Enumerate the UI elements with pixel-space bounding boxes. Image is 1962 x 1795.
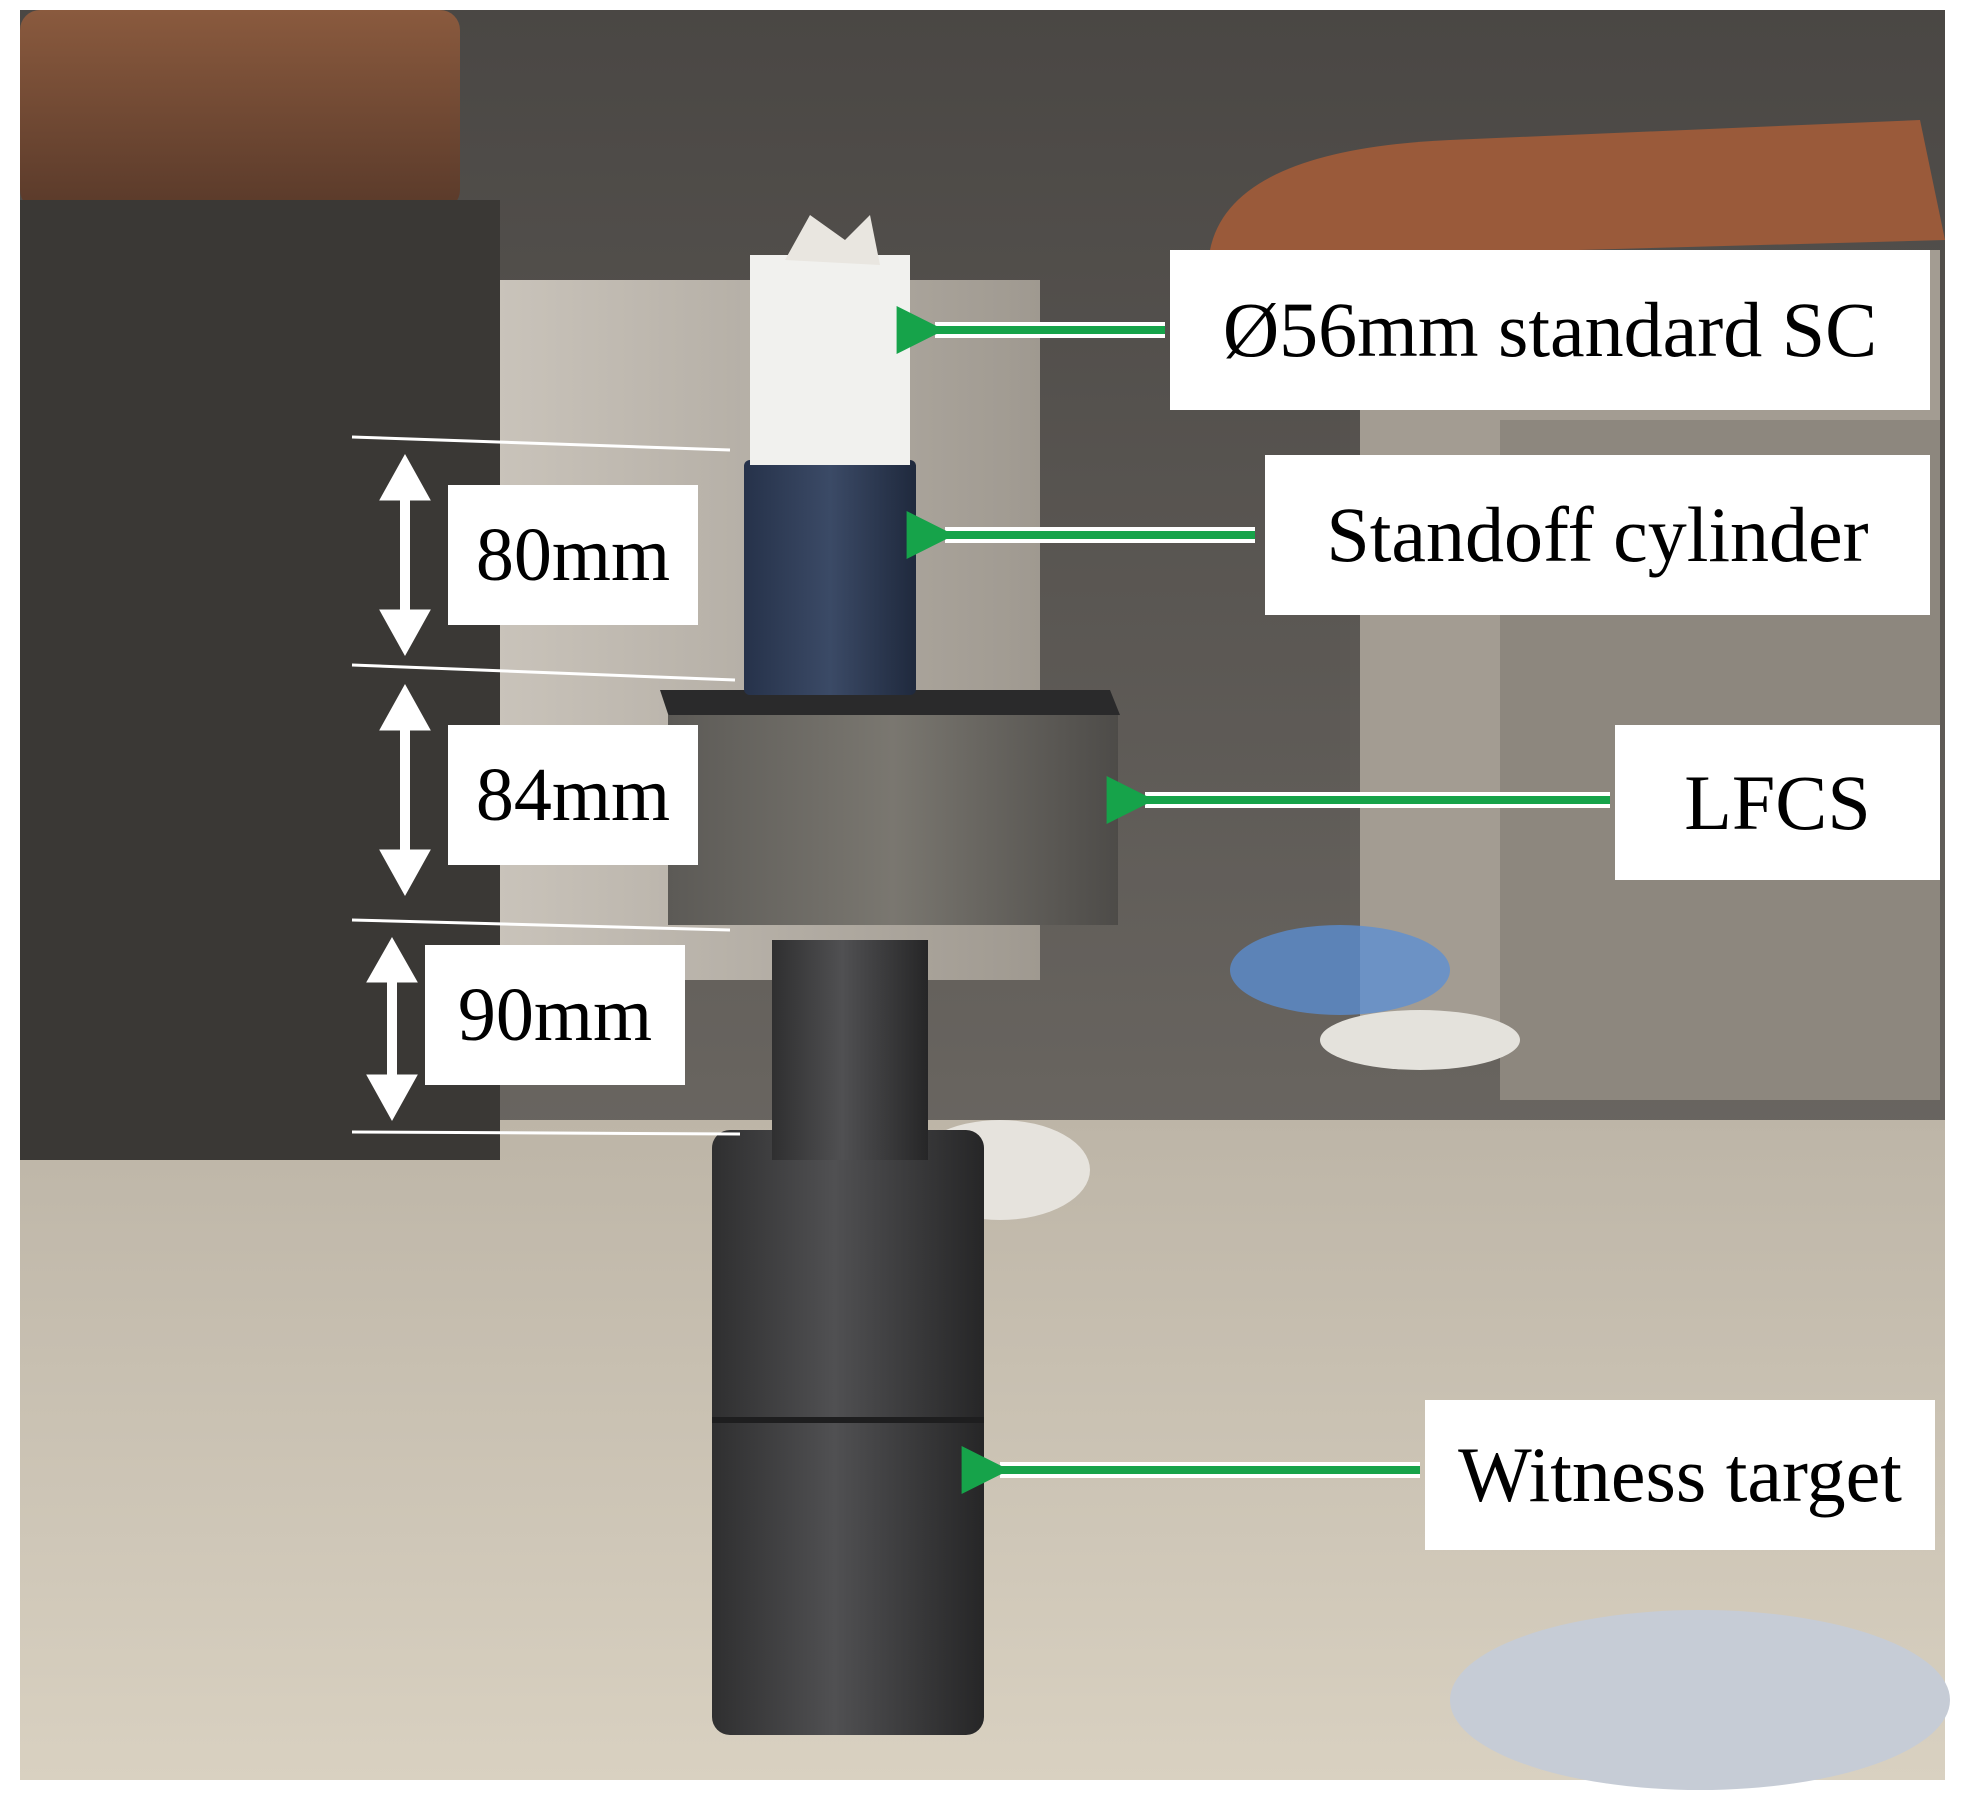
lfcs-top-plate [660,690,1120,720]
spacer-cylinder [772,940,928,1160]
dimension-arrow-80 [379,453,431,657]
callout-label-shaped-charge: Ø56mm standard SC [1170,250,1930,410]
dimension-label-90mm: 90mm [425,945,685,1085]
dimension-arrow-90 [366,936,418,1122]
dimension-label-84mm: 84mm [448,725,698,865]
concrete-block-left [20,200,500,1160]
witness-target [712,1130,984,1735]
rusty-tank-left [20,10,460,210]
dimension-line [351,663,736,682]
standoff-cylinder [744,460,916,695]
callout-label-witness-target: Witness target [1425,1400,1935,1550]
callout-label-lfcs: LFCS [1615,725,1940,880]
dimension-label-80mm: 80mm [448,485,698,625]
debris [1230,925,1450,1015]
debris [1450,1610,1950,1790]
dimension-line [351,1130,741,1136]
debris [1320,1010,1520,1070]
callout-label-standoff-cylinder: Standoff cylinder [1265,455,1930,615]
shaped-charge-wrap [785,215,880,265]
dimension-arrow-84 [379,683,431,897]
dimension-line [351,435,731,452]
shaped-charge [750,255,910,465]
dimension-line [351,918,731,932]
lfcs-block [668,715,1118,925]
rusty-pipe-right [1210,120,1945,260]
